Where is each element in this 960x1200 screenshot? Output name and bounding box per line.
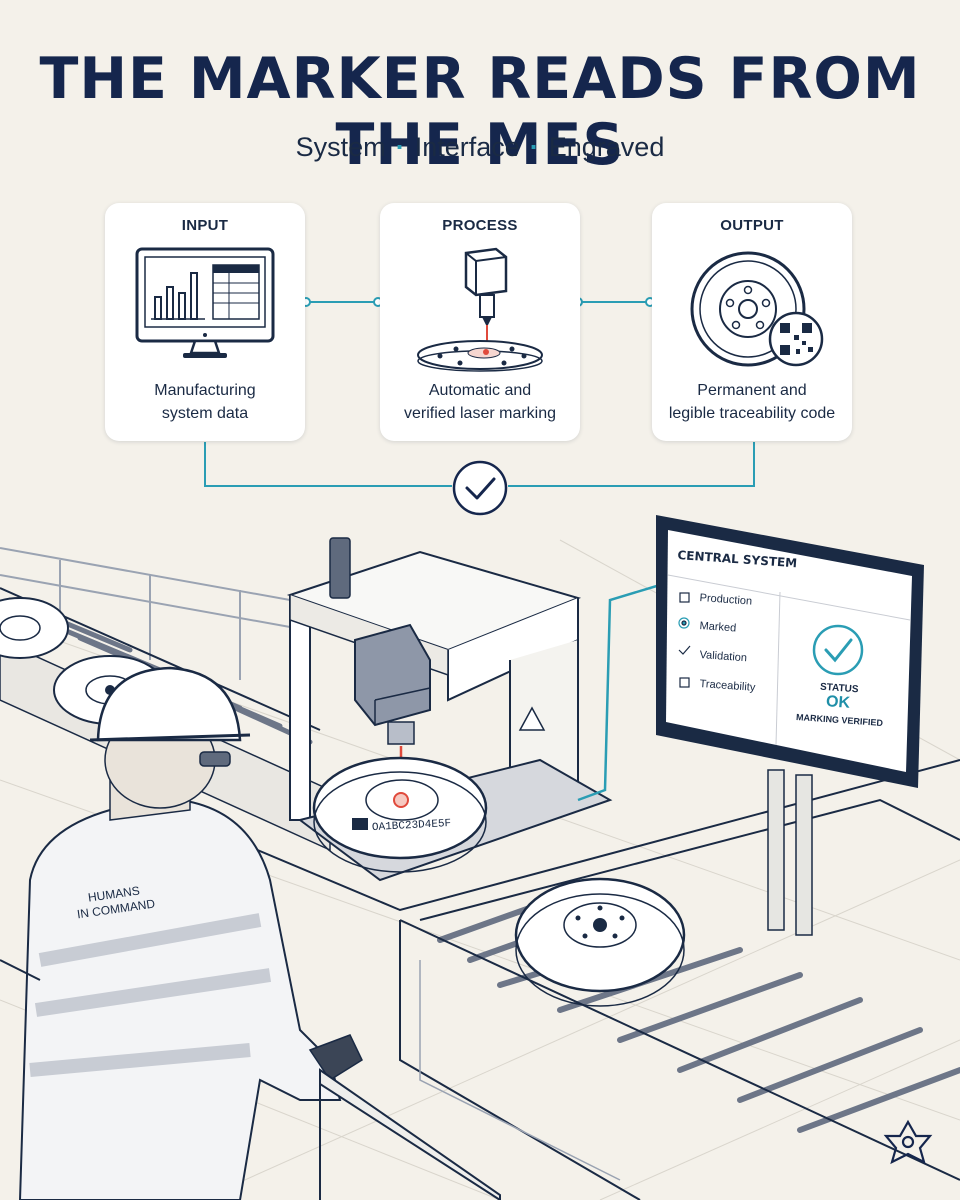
status-value: OK xyxy=(825,693,851,712)
connector-check-loop xyxy=(204,442,755,487)
step-heading: INPUT xyxy=(181,217,229,234)
warning-laser-icon xyxy=(518,706,546,731)
page-subtitle: System · Interface · Engraved xyxy=(0,132,960,163)
laser-head-icon xyxy=(417,247,543,372)
worker xyxy=(18,666,363,1200)
page-title: THE MARKER READS FROM THE MES xyxy=(39,46,921,178)
step-description: Manufacturing system data xyxy=(154,382,256,422)
step-heading: OUTPUT xyxy=(720,217,784,234)
wheel-under-laser xyxy=(297,756,613,882)
wheel-left-1 xyxy=(0,597,69,659)
monitor-stand xyxy=(767,769,813,936)
front-railing xyxy=(0,959,501,1200)
screen-menu-marked: Marked xyxy=(699,620,737,635)
central-system-monitor xyxy=(656,515,924,788)
wheel-front xyxy=(514,877,686,1007)
subtitle-interface: Interface xyxy=(414,132,520,162)
hard-hat xyxy=(96,666,242,742)
status-check-icon xyxy=(812,624,864,676)
validation-icon xyxy=(678,645,691,655)
subtitle-separator: · xyxy=(395,132,405,162)
subtitle-separator: · xyxy=(529,132,539,162)
brand-logo-icon xyxy=(883,1119,933,1165)
check-circle-icon xyxy=(452,460,508,516)
subtitle-engraved: Engraved xyxy=(548,132,665,162)
step-card-input: INPUT Manufacturing system data xyxy=(105,203,305,441)
step-description: Permanent and legible traceability code xyxy=(668,382,836,422)
signal-tower xyxy=(329,537,351,599)
marked-icon xyxy=(678,617,690,629)
step-description: Automatic and verified laser marking xyxy=(403,382,557,422)
traceability-icon xyxy=(679,677,690,688)
data-cable xyxy=(577,583,661,802)
wheel-qr-icon xyxy=(690,251,824,367)
glove xyxy=(308,1034,363,1082)
monitor-chart-icon xyxy=(135,247,275,358)
home-icon xyxy=(679,592,690,603)
safety-glasses xyxy=(199,751,231,767)
step-heading: PROCESS xyxy=(442,217,518,234)
step-card-process: PROCESS Automatic and verified laser mar… xyxy=(380,203,580,441)
step-card-output: OUTPUT Permanent and legible traceabilit… xyxy=(652,203,852,441)
subtitle-system: System xyxy=(295,132,386,162)
